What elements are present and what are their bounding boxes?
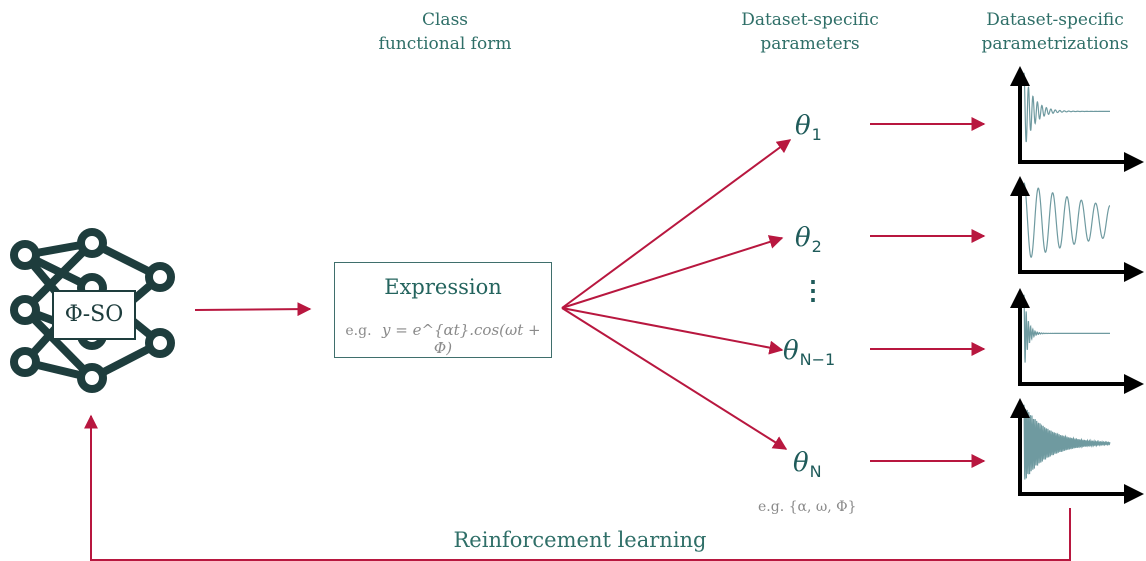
- theta-to-plot-arrows: [870, 117, 986, 468]
- theta-2-base: θ: [795, 223, 811, 253]
- phi-so-label: Φ-SO: [52, 290, 136, 340]
- theta-1: θ1: [795, 111, 822, 150]
- arrow-to-expression: [194, 302, 312, 317]
- plot-1: [1010, 66, 1144, 172]
- plot-2: [1010, 176, 1144, 282]
- expression-example-formula: y = e^{αt}.cos(ωt + Φ): [381, 321, 541, 357]
- header-parametrizations-line2: parametrizations: [981, 34, 1129, 54]
- theta-2-sub: 2: [811, 237, 822, 256]
- header-parametrizations-line1: Dataset-specific: [986, 10, 1124, 30]
- header-parameters: Dataset-specific parameters: [705, 8, 915, 56]
- header-class-form-line2: functional form: [378, 34, 512, 54]
- plot-3-signal: [1023, 294, 1110, 363]
- header-parametrizations: Dataset-specific parametrizations: [966, 8, 1144, 56]
- parametrization-plots: [1010, 66, 1144, 504]
- expression-box: Expression e.g. y = e^{αt}.cos(ωt + Φ): [334, 262, 552, 358]
- plot-4: [1010, 398, 1144, 504]
- theta-1-sub: 1: [811, 125, 822, 144]
- header-parameters-line2: parameters: [760, 34, 860, 54]
- rl-feedback-arrow: [84, 414, 1071, 561]
- plot-1-signal: [1023, 72, 1110, 143]
- theta-n-base: θ: [793, 448, 809, 478]
- header-class-form-line1: Class: [421, 10, 469, 30]
- ellipsis: ⋮: [800, 276, 826, 306]
- theta-n: θN: [793, 448, 822, 487]
- header-class-form: Class functional form: [340, 8, 550, 56]
- reinforcement-learning-label: Reinforcement learning: [453, 528, 707, 552]
- expression-example-prefix: e.g.: [345, 323, 372, 339]
- theta-2: θ2: [795, 223, 822, 262]
- theta-1-base: θ: [795, 111, 811, 141]
- expression-example: e.g. y = e^{αt}.cos(ωt + Φ): [335, 321, 551, 357]
- theta-n-minus-1-base: θ: [783, 336, 799, 366]
- theta-n-minus-1: θN−1: [783, 336, 835, 375]
- plot-4-signal: [1023, 404, 1111, 480]
- theta-n-minus-1-sub: N−1: [799, 350, 836, 369]
- parameters-example: e.g. {α, ω, Φ}: [758, 499, 857, 515]
- expression-title: Expression: [384, 275, 502, 299]
- fan-arrows: [561, 139, 792, 450]
- plot-2-signal: [1023, 182, 1111, 259]
- header-parameters-line1: Dataset-specific: [741, 10, 879, 30]
- plot-3: [1010, 288, 1144, 394]
- theta-n-sub: N: [809, 462, 822, 481]
